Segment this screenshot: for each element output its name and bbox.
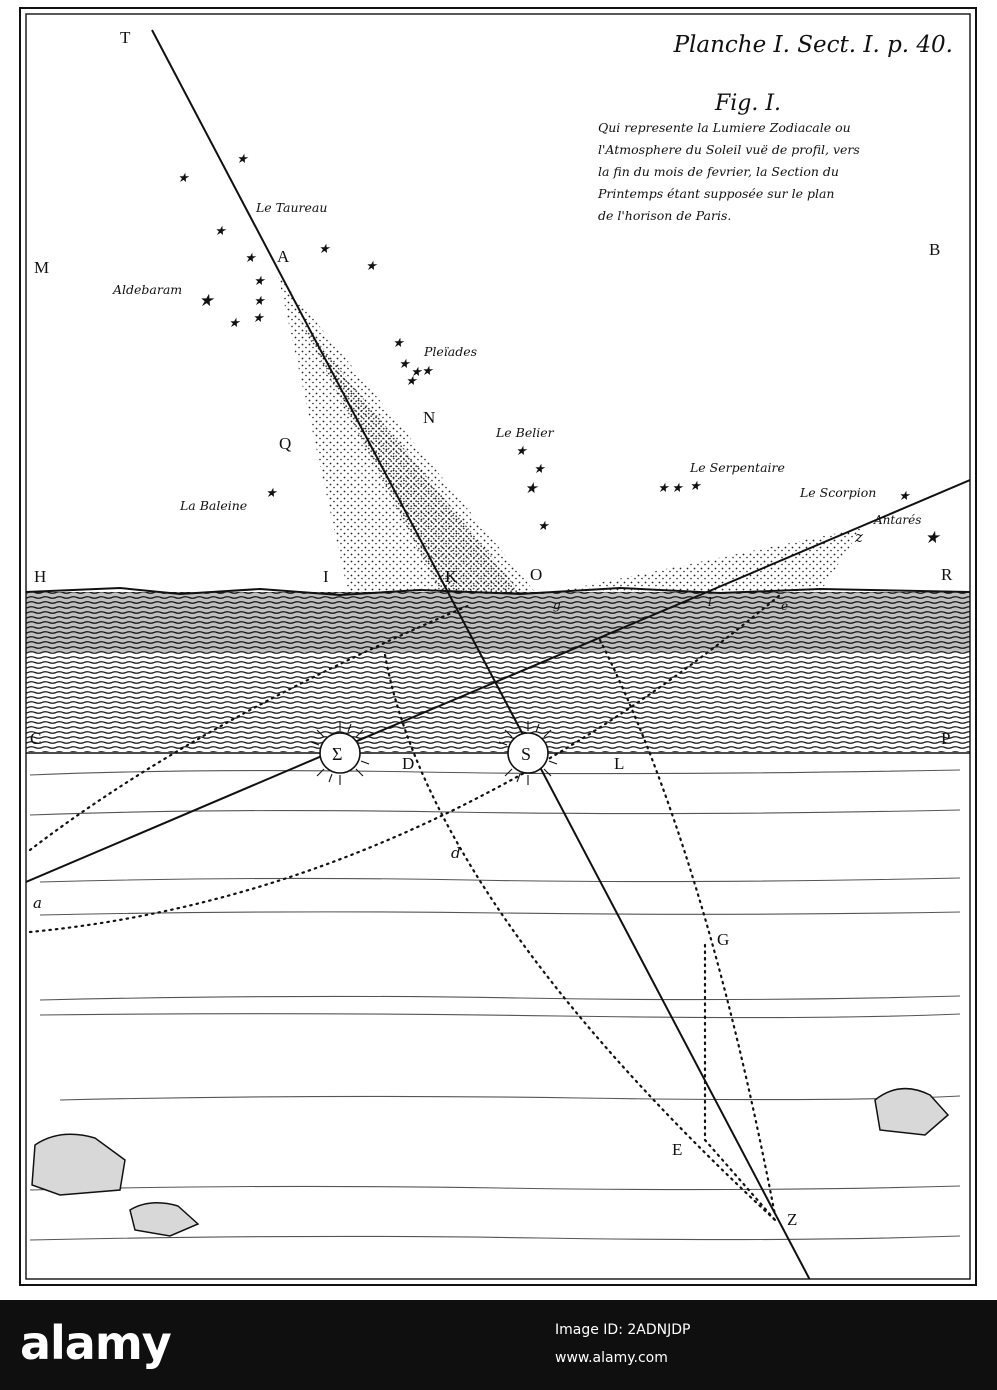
sun-sigma-mark (308, 721, 372, 785)
point-g: g (553, 598, 561, 612)
caption-line-5: de l'horison de Paris. (598, 208, 731, 223)
zodiacal-light-diagram: ★★ ★★ ★★ ★★ ★★ ★ ★★ ★★ ★ ★★ ★★ ★★ ★ ★★ ★… (19, 7, 977, 1286)
rock-left (31, 1133, 200, 1237)
star: ★ (214, 224, 227, 239)
dotted-orbits (28, 593, 782, 1222)
caption-line-3: la fin du mois de fevrier, la Section du (598, 164, 839, 179)
horizon-band-shade (26, 592, 970, 652)
axis-line-TZ (151, 29, 811, 1279)
point-D: D (402, 754, 414, 773)
point-O: O (530, 565, 542, 584)
star: ★ (177, 171, 190, 186)
star: ★ (405, 374, 418, 389)
star: ★ (252, 311, 265, 326)
point-K: K (445, 567, 458, 586)
point-Z: Z (787, 1210, 797, 1229)
star: ★ (398, 357, 411, 372)
point-N: N (423, 408, 435, 427)
sun-s-mark (496, 721, 560, 785)
plate-frame-outer (19, 7, 977, 1286)
star: ★ (392, 336, 405, 351)
point-S: S (521, 744, 531, 764)
caption-line-4: Printemps étant supposée sur le plan (597, 186, 834, 201)
point-R: R (941, 565, 953, 584)
label-le-belier: Le Belier (495, 425, 555, 440)
star: ★ (671, 481, 684, 496)
label-la-baleine: La Baleine (179, 498, 247, 513)
alamy-logo: alamy (20, 1316, 172, 1370)
star: ★ (198, 291, 215, 311)
zodiacal-cone-upper (278, 275, 535, 592)
star: ★ (421, 364, 434, 379)
caption-line-1: Qui represente la Lumiere Zodiacale ou (598, 120, 851, 135)
point-Q: Q (279, 434, 291, 453)
rock-right (874, 1087, 950, 1136)
point-M: M (34, 258, 49, 277)
point-E: E (672, 1140, 682, 1159)
star: ★ (244, 251, 257, 266)
stock-url-label: www.alamy.com (555, 1350, 668, 1366)
star: ★ (410, 365, 423, 380)
zodiacal-cone-right (555, 528, 862, 592)
point-I: I (323, 567, 329, 586)
label-antares: Antarés (873, 513, 921, 527)
label-le-scorpion: Le Scorpion (799, 485, 876, 500)
label-le-serpentaire: Le Serpentaire (689, 460, 785, 475)
image-id-label: Image ID: 2ADNJDP (555, 1322, 691, 1338)
point-a: a (33, 894, 42, 912)
star: ★ (515, 444, 528, 459)
label-pleiades: Pleïades (423, 344, 477, 359)
star: ★ (265, 486, 278, 501)
ground-strokes (29, 769, 961, 1241)
star: ★ (657, 481, 670, 496)
star: ★ (689, 479, 702, 494)
star: ★ (898, 489, 911, 504)
point-C: C (30, 729, 41, 748)
fig-title: Fig. I. (714, 91, 781, 116)
point-Sigma: Σ (332, 744, 342, 764)
point-A: A (277, 247, 290, 266)
star: ★ (365, 259, 378, 274)
point-G: G (717, 930, 729, 949)
star: ★ (318, 242, 331, 257)
star: ★ (228, 316, 241, 331)
point-d: d (451, 844, 461, 862)
point-z: z (854, 528, 863, 546)
point-l: l (708, 595, 712, 609)
ecliptic-line (26, 479, 970, 883)
zodiacal-cone-upper-core (300, 320, 520, 592)
star: ★ (236, 152, 249, 167)
star: ★ (253, 274, 266, 289)
point-L: L (614, 754, 624, 773)
horizon-band (26, 592, 970, 752)
star: ★ (524, 479, 539, 497)
stock-watermark-bar: alamy Image ID: 2ADNJDP www.alamy.com (0, 1300, 997, 1390)
stars: ★★ ★★ ★★ ★★ ★★ ★ ★★ ★★ ★ ★★ ★★ ★★ ★ ★★ ★ (177, 152, 941, 548)
label-aldebaram: Aldebaram (112, 282, 182, 297)
plate-header: Planche I. Sect. I. p. 40. (673, 32, 953, 58)
star: ★ (533, 462, 546, 477)
point-H: H (34, 567, 46, 586)
point-B: B (929, 240, 940, 259)
point-e: e (781, 599, 788, 613)
label-le-taureau: Le Taureau (255, 200, 327, 215)
star: ★ (924, 528, 941, 548)
star: ★ (537, 519, 550, 534)
star: ★ (253, 294, 266, 309)
point-P: P (941, 729, 950, 748)
caption-line-2: l'Atmosphere du Soleil vuë de profil, ve… (598, 142, 860, 157)
point-T: T (120, 28, 131, 47)
engraving-plate: ★★ ★★ ★★ ★★ ★★ ★ ★★ ★★ ★ ★★ ★★ ★★ ★ ★★ ★… (19, 7, 977, 1286)
